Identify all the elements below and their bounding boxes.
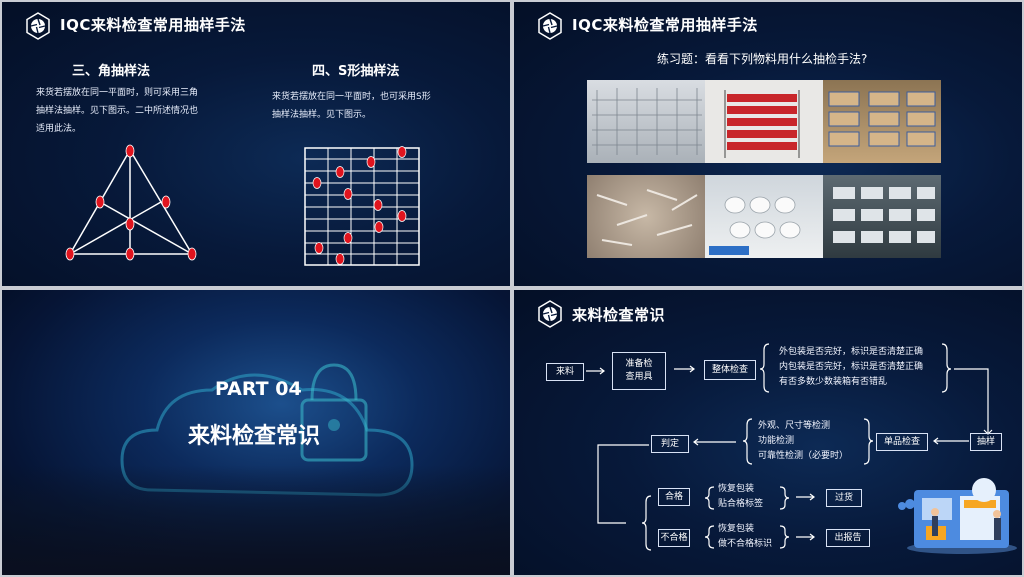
photo-red-bins <box>705 80 823 163</box>
incoming-box: 来料 <box>546 363 584 381</box>
part-number: PART 04 <box>215 378 302 400</box>
triangle-method-text: 来货若摆放在同一平面时，则可采用三角 抽样法抽样。见下图示。二中所述情况也 适用… <box>36 84 198 138</box>
unit-check-items: 外观、尺寸等检测 功能检测 可靠性检测（必要时） <box>758 419 848 464</box>
unit-check-box: 单品检查 <box>876 433 928 451</box>
slide-title: IQC来料检查常用抽样手法 <box>572 16 758 34</box>
aperture-icon <box>538 12 562 40</box>
overall-check-box: 整体检查 <box>704 360 756 380</box>
check-item: 内包装是否完好，标识是否清楚正确 <box>779 362 924 372</box>
practice-question: 练习题：看看下列物料用什么抽检手法? <box>657 52 868 66</box>
prepare-tools-box: 准备检 查用具 <box>612 352 666 390</box>
report-box: 出报告 <box>826 529 870 547</box>
text-line: 抽样法抽样。见下图示。 <box>272 110 372 120</box>
action-item: 做不合格标识 <box>718 539 773 549</box>
check-item: 外观、尺寸等检测 <box>758 421 831 431</box>
slide-sampling-methods[interactable]: IQC来料检查常用抽样手法 三、角抽样法 来货若摆放在同一平面时，则可采用三角 … <box>2 2 510 286</box>
slide-title: 来料检查常识 <box>572 306 666 324</box>
section-title: 来料检查常识 <box>188 424 321 449</box>
s-method-text: 来货若摆放在同一平面时，也可采用S形 抽样法抽样。见下图示。 <box>272 88 431 124</box>
action-item: 贴合格标签 <box>718 499 764 509</box>
aperture-icon <box>538 300 562 328</box>
city-lights-background <box>2 465 510 575</box>
check-item: 有否多数少数装箱有否错乱 <box>779 377 888 387</box>
judge-box: 判定 <box>651 435 689 453</box>
sampling-box: 抽样 <box>970 433 1002 451</box>
check-item: 可靠性检测（必要时） <box>758 451 849 461</box>
fail-actions: 恢复包装 做不合格标识 <box>718 522 772 552</box>
photo-reels <box>705 175 823 258</box>
slide-inspection-flow[interactable]: 来料检查常识 来料 准备检 查用具 整体检查 外包装是否完好，标识是否 <box>514 290 1022 575</box>
prepare-line: 准备检 <box>625 359 653 369</box>
prepare-line: 查用具 <box>625 372 653 382</box>
fail-box: 不合格 <box>658 529 690 547</box>
action-item: 恢复包装 <box>718 484 755 494</box>
s-method-heading: 四、S形抽样法 <box>312 64 400 79</box>
check-item: 外包装是否完好，标识是否清楚正确 <box>779 347 924 357</box>
triangle-sampling-diagram <box>65 144 197 261</box>
text-line: 适用此法。 <box>36 124 82 134</box>
check-item: 功能检测 <box>758 436 795 446</box>
slide-title: IQC来料检查常用抽样手法 <box>60 16 246 34</box>
lock-cloud-illustration <box>120 363 414 497</box>
photo-wire-bins <box>823 175 941 258</box>
overall-check-items: 外包装是否完好，标识是否清楚正确 内包装是否完好，标识是否清楚正确 有否多数少数… <box>779 345 923 390</box>
pass-box: 合格 <box>658 488 690 506</box>
triangle-method-heading: 三、角抽样法 <box>72 64 151 79</box>
ship-box: 过货 <box>826 489 862 507</box>
flow-connectors <box>586 343 993 551</box>
photo-screws <box>587 175 705 258</box>
text-line: 抽样法抽样。见下图示。二中所述情况也 <box>36 106 199 116</box>
text-line: 来货若摆放在同一平面时，则可采用三角 <box>36 88 199 98</box>
photo-warehouse <box>823 80 941 163</box>
slide-section-cover[interactable]: PART 04 来料检查常识 <box>2 290 510 575</box>
slide-practice[interactable]: IQC来料检查常用抽样手法 练习题：看看下列物料用什么抽检手法? <box>514 2 1022 286</box>
factory-illustration <box>898 478 1017 554</box>
action-item: 恢复包装 <box>718 524 755 534</box>
s-sampling-grid <box>304 146 420 266</box>
aperture-icon <box>26 12 50 40</box>
pass-actions: 恢复包装 贴合格标签 <box>718 482 763 512</box>
photo-crates <box>587 80 705 163</box>
text-line: 来货若摆放在同一平面时，也可采用S形 <box>272 92 431 102</box>
